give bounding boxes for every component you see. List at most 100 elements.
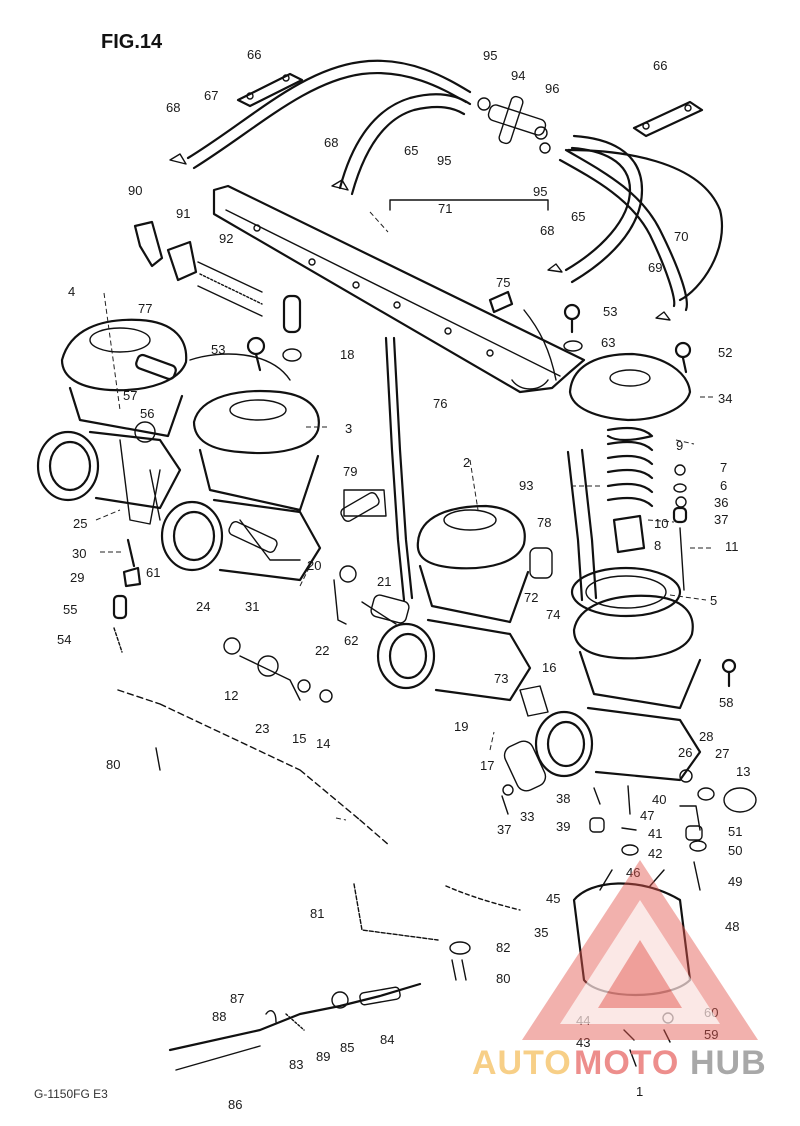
callout-label: 69: [648, 260, 662, 275]
callout-label: 24: [196, 599, 210, 614]
callout-label: 15: [292, 731, 306, 746]
callout-label: 22: [315, 643, 329, 658]
callout-label: 37: [497, 822, 511, 837]
callout-label: 45: [546, 891, 560, 906]
callout-label: 7: [720, 460, 727, 475]
callout-label: 14: [316, 736, 330, 751]
callout-label: 93: [519, 478, 533, 493]
callout-label: 53: [211, 342, 225, 357]
callout-label: 52: [718, 345, 732, 360]
callout-label: 3: [345, 421, 352, 436]
watermark-moto: MOTO: [574, 1044, 679, 1082]
callout-label: 17: [480, 758, 494, 773]
callout-label: 11: [725, 539, 739, 554]
hose-bracket-right: [632, 100, 704, 138]
callout-label: 28: [699, 729, 713, 744]
callout-label: 95: [483, 48, 497, 63]
callout-label: 23: [255, 721, 269, 736]
callout-label: 73: [494, 671, 508, 686]
callout-label: 87: [230, 991, 244, 1006]
callout-label: 47: [640, 808, 654, 823]
callout-label: 71: [438, 201, 452, 216]
diagram-code: G-1150FG E3: [34, 1087, 108, 1101]
watermark-hub: HUB: [690, 1044, 767, 1082]
callout-label: 1: [636, 1084, 643, 1099]
callout-label: 2: [463, 455, 470, 470]
callout-label: 12: [224, 688, 238, 703]
callout-label: 80: [106, 757, 120, 772]
callout-label: 70: [674, 229, 688, 244]
callout-label: 25: [73, 516, 87, 531]
callout-label: 5: [710, 593, 717, 608]
callout-label: 46: [626, 865, 640, 880]
callout-label: 57: [123, 388, 137, 403]
callout-label: 65: [571, 209, 585, 224]
callout-label: 95: [437, 153, 451, 168]
callout-label: 9: [676, 438, 683, 453]
callout-label: 53: [603, 304, 617, 319]
callout-label: 27: [715, 746, 729, 761]
callout-label: 36: [714, 495, 728, 510]
callout-label: 55: [63, 602, 77, 617]
callout-label: 95: [533, 184, 547, 199]
callout-label: 26: [678, 745, 692, 760]
fuel-hose-assembly: [169, 59, 723, 321]
callout-label: 48: [725, 919, 739, 934]
callout-label: 13: [736, 764, 750, 779]
callout-label: 59: [704, 1027, 718, 1042]
callout-label: 40: [652, 792, 666, 807]
callout-label: 77: [138, 301, 152, 316]
callout-label: 75: [496, 275, 510, 290]
callout-label: 61: [146, 565, 160, 580]
callout-label: 54: [57, 632, 71, 647]
callout-label: 96: [545, 81, 559, 96]
callout-label: 94: [511, 68, 525, 83]
callout-label: 50: [728, 843, 742, 858]
callout-label: 63: [601, 335, 615, 350]
figure-title: FIG.14: [101, 31, 163, 53]
callout-label: 37: [714, 512, 728, 527]
callout-label: 21: [377, 574, 391, 589]
carburetor-left: [36, 318, 188, 525]
vent-tubes: [384, 309, 598, 602]
carburetor-right: [519, 352, 702, 782]
callout-label: 30: [72, 546, 86, 561]
callout-label: 66: [247, 47, 261, 62]
connecting-plate: [212, 184, 586, 394]
callout-label: 4: [68, 284, 75, 299]
callout-label: 34: [718, 391, 732, 406]
callout-label: 20: [307, 558, 321, 573]
callout-label: 16: [542, 660, 556, 675]
callout-label: 76: [433, 396, 447, 411]
callout-label: 79: [343, 464, 357, 479]
callout-label: 92: [219, 231, 233, 246]
watermark-logo: AUTO MOTO HUB: [472, 860, 767, 1082]
callout-label: 35: [534, 925, 548, 940]
callout-label: 10: [654, 516, 668, 531]
carburetor-third: [340, 492, 553, 702]
callout-label: 80: [496, 971, 510, 986]
callout-label: 8: [654, 538, 661, 553]
hose-bracket-left: [236, 72, 304, 108]
throttle-bracket: [133, 220, 263, 317]
small-parts-right: [563, 303, 737, 688]
callout-label: 6: [720, 478, 727, 493]
watermark-auto: AUTO: [472, 1044, 572, 1082]
callout-labels: 66 67 68 95 94 96 66 68 65 95 95 65 90 9…: [57, 47, 750, 1112]
callout-label: 91: [176, 206, 190, 221]
callout-label: 66: [653, 58, 667, 73]
callout-label: 90: [128, 183, 142, 198]
callout-label: 31: [245, 599, 259, 614]
carburetor-second: [160, 294, 322, 582]
callout-label: 43: [576, 1035, 590, 1050]
callout-label: 68: [540, 223, 554, 238]
callout-label: 85: [340, 1040, 354, 1055]
callout-label: 84: [380, 1032, 394, 1047]
callout-label: 49: [728, 874, 742, 889]
callout-label: 72: [524, 590, 538, 605]
callout-label: 29: [70, 570, 84, 585]
callout-label: 89: [316, 1049, 330, 1064]
callout-label: 38: [556, 791, 570, 806]
callout-label: 18: [340, 347, 354, 362]
